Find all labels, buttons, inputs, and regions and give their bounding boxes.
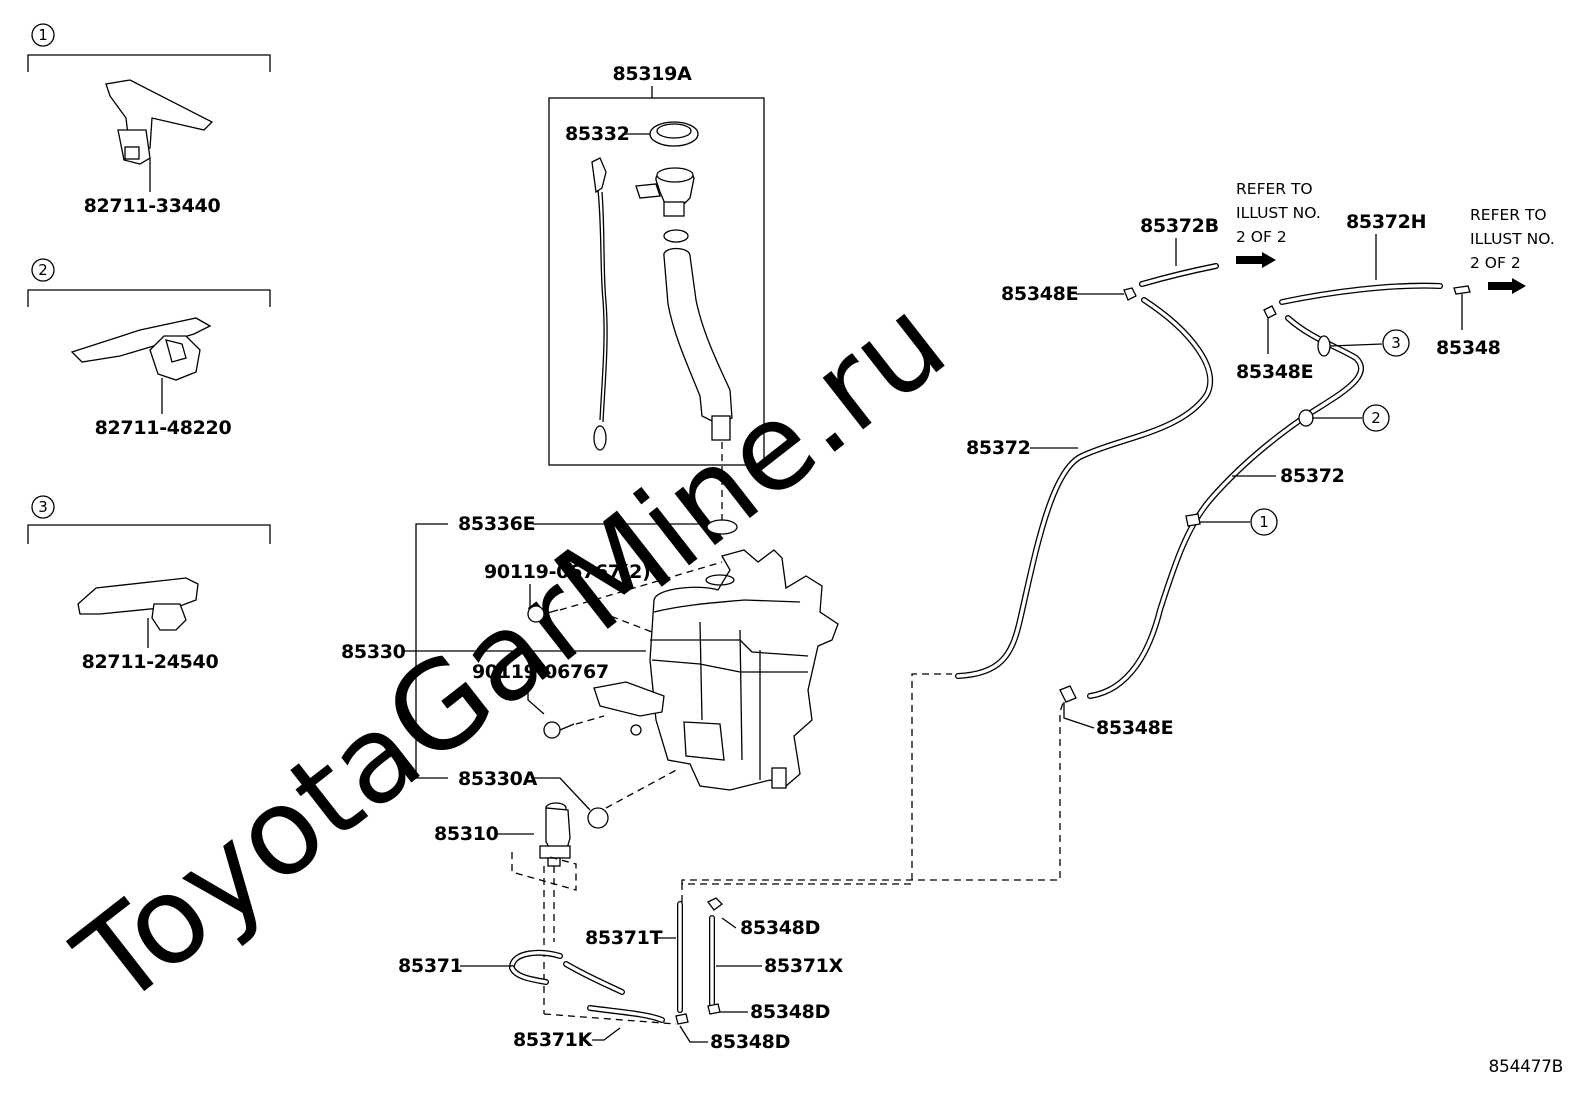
inset-1-part-number: 82711-33440 bbox=[84, 195, 221, 217]
label-90119-06767-2: 90119-06767(2) bbox=[484, 561, 650, 583]
refer-note-2: REFER TO ILLUST NO. 2 OF 2 bbox=[1470, 206, 1555, 294]
connector-85348E-upper-left-icon bbox=[1123, 287, 1137, 301]
drawing-number: 854477B bbox=[1489, 1057, 1563, 1077]
tank-grommet-icon bbox=[587, 807, 609, 829]
label-85310: 85310 bbox=[434, 823, 499, 845]
refer-note-2-line2: ILLUST NO. bbox=[1470, 230, 1555, 248]
clamp-1-icon bbox=[1185, 513, 1201, 527]
label-85319A: 85319A bbox=[612, 63, 692, 85]
label-85348E-2: 85348E bbox=[1236, 361, 1313, 383]
refer-note-1-line2: ILLUST NO. bbox=[1236, 204, 1321, 222]
label-85348D-2: 85348D bbox=[750, 1001, 830, 1023]
inset-3: 3 82711-24540 bbox=[27, 495, 271, 673]
hose-85372H-icon bbox=[1279, 282, 1443, 305]
inset-3-index: 3 bbox=[38, 498, 48, 516]
label-85371X: 85371X bbox=[764, 955, 844, 977]
label-85348D-3: 85348D bbox=[710, 1031, 790, 1053]
refer-note-1-line1: REFER TO bbox=[1236, 180, 1313, 198]
label-85348E-1: 85348E bbox=[1001, 283, 1078, 305]
clamp-3-icon bbox=[1317, 335, 1331, 357]
filler-neck-icon bbox=[635, 167, 733, 441]
label-85348D-1: 85348D bbox=[740, 917, 820, 939]
clip-82711-48220-icon bbox=[70, 317, 212, 381]
washer-pump-icon bbox=[539, 802, 571, 867]
connector-85348D-upper-icon bbox=[707, 897, 723, 911]
label-85330A: 85330A bbox=[458, 768, 538, 790]
connector-85348-icon bbox=[1453, 285, 1471, 295]
connector-85348E-upper-right-icon bbox=[1263, 305, 1277, 319]
inset-1-index: 1 bbox=[38, 26, 48, 44]
clip-82711-33440-icon bbox=[105, 79, 214, 165]
inset-2: 2 82711-48220 bbox=[27, 258, 271, 439]
label-85348E-3: 85348E bbox=[1096, 717, 1173, 739]
label-85372B: 85372B bbox=[1140, 215, 1219, 237]
label-85348: 85348 bbox=[1436, 337, 1501, 359]
bolt-upper-icon bbox=[527, 605, 559, 623]
dipstick-icon bbox=[591, 157, 608, 451]
clamp-2-icon bbox=[1298, 409, 1314, 427]
inset-2-part-number: 82711-48220 bbox=[95, 417, 232, 439]
refer-note-2-line1: REFER TO bbox=[1470, 206, 1547, 224]
inset-2-index: 2 bbox=[38, 261, 48, 279]
label-85372-1: 85372 bbox=[966, 437, 1031, 459]
refer-arrow-2-icon bbox=[1488, 278, 1526, 294]
hose-85371-icon bbox=[509, 949, 625, 995]
label-90119-06767: 90119-06767 bbox=[472, 661, 609, 683]
connector-85348E-lower-icon bbox=[1059, 685, 1077, 703]
callout-1: 1 bbox=[1259, 513, 1269, 531]
inset-3-part-number: 82711-24540 bbox=[82, 651, 219, 673]
label-85371K: 85371K bbox=[513, 1029, 594, 1051]
label-85332: 85332 bbox=[565, 123, 630, 145]
label-85371: 85371 bbox=[398, 955, 463, 977]
hose-85372-left-icon bbox=[955, 297, 1214, 679]
connector-85348D-mid-icon bbox=[707, 1003, 721, 1015]
label-85372-2: 85372 bbox=[1280, 465, 1345, 487]
hose-85371K-icon bbox=[587, 1005, 665, 1023]
filler-cap-icon bbox=[649, 121, 699, 147]
label-85372H: 85372H bbox=[1346, 211, 1426, 233]
refer-note-1-line3: 2 OF 2 bbox=[1236, 228, 1287, 246]
label-85330: 85330 bbox=[341, 641, 406, 663]
refer-note-1: REFER TO ILLUST NO. 2 OF 2 bbox=[1236, 180, 1321, 268]
hose-85372-right-icon bbox=[1087, 315, 1364, 699]
label-85336E: 85336E bbox=[458, 513, 535, 535]
clip-82711-24540-icon bbox=[77, 577, 199, 631]
hose-85372B-icon bbox=[1139, 263, 1219, 287]
refer-arrow-1-icon bbox=[1236, 252, 1276, 268]
refer-note-2-line3: 2 OF 2 bbox=[1470, 254, 1521, 272]
washer-tank-icon bbox=[593, 549, 839, 791]
grommet-icon bbox=[706, 519, 738, 535]
bolt-lower-icon bbox=[543, 721, 575, 739]
inset-1: 1 82711-33440 bbox=[27, 23, 271, 217]
callout-2: 2 bbox=[1371, 409, 1381, 427]
callout-3: 3 bbox=[1391, 334, 1401, 352]
label-85371T: 85371T bbox=[585, 927, 663, 949]
connector-85348D-lower-icon bbox=[675, 1013, 689, 1025]
inlet-assembly-box bbox=[548, 97, 765, 466]
